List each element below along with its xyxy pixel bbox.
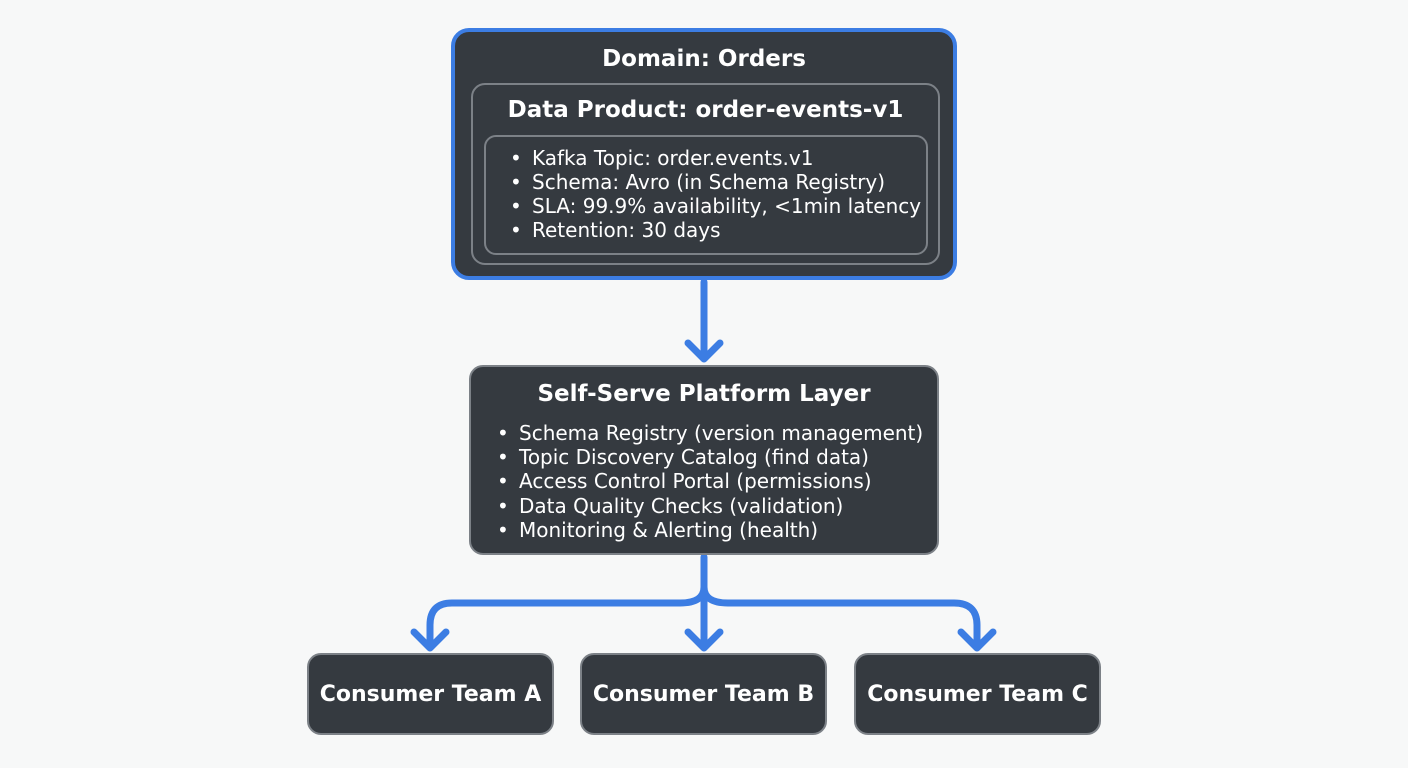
data-product-details-list: Kafka Topic: order.events.v1 Schema: Avr…	[510, 146, 921, 242]
data-product-box: Data Product: order-events-v1 Kafka Topi…	[471, 83, 940, 265]
platform-to-consumer-c-branch	[700, 583, 981, 650]
platform-item: Topic Discovery Catalog (find data)	[497, 445, 923, 469]
platform-title: Self-Serve Platform Layer	[537, 381, 871, 407]
consumer-team-c-box: Consumer Team C	[854, 653, 1101, 735]
platform-item: Data Quality Checks (validation)	[497, 494, 923, 518]
consumer-team-a-box: Consumer Team A	[307, 653, 554, 735]
platform-item: Access Control Portal (permissions)	[497, 469, 923, 493]
detail-item: Kafka Topic: order.events.v1	[510, 146, 921, 170]
platform-to-consumer-a-branch	[426, 583, 708, 650]
detail-item: Schema: Avro (in Schema Registry)	[510, 170, 921, 194]
platform-item: Schema Registry (version management)	[497, 421, 923, 445]
domain-title: Domain: Orders	[602, 46, 806, 72]
consumer-b-arrowhead	[684, 628, 724, 652]
consumer-a-arrowhead	[410, 628, 450, 652]
consumer-team-b-box: Consumer Team B	[580, 653, 827, 735]
detail-item: Retention: 30 days	[510, 218, 921, 242]
platform-items-list: Schema Registry (version management) Top…	[497, 421, 923, 542]
platform-box: Self-Serve Platform Layer Schema Registr…	[469, 365, 939, 555]
detail-item: SLA: 99.9% availability, <1min latency	[510, 194, 921, 218]
data-product-title: Data Product: order-events-v1	[507, 97, 904, 123]
domain-box: Domain: Orders Data Product: order-event…	[451, 28, 957, 280]
domain-to-platform-arrowhead	[684, 339, 724, 363]
platform-item: Monitoring & Alerting (health)	[497, 518, 923, 542]
consumer-c-arrowhead	[957, 628, 997, 652]
data-product-details-box: Kafka Topic: order.events.v1 Schema: Avr…	[484, 135, 928, 255]
